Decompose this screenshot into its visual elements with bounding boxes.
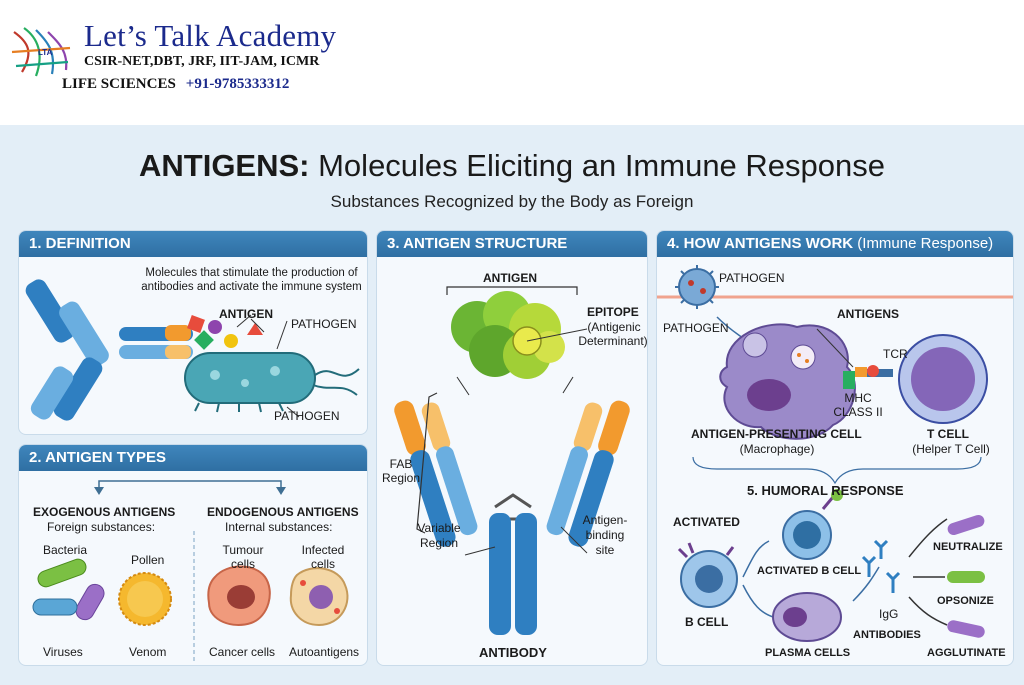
definition-antigen-label: ANTIGEN (219, 307, 273, 321)
cell-icon (207, 565, 271, 626)
antigen-types-heading: 2. ANTIGEN TYPES (19, 445, 367, 471)
fab-label-2: Region (381, 471, 421, 485)
venom-label: Venom (129, 645, 167, 659)
macrophage-icon (719, 323, 856, 440)
logo-dna-icon: LTA (11, 27, 71, 77)
igg-label: IgG (879, 607, 899, 621)
how-pathogen-left: PATHOGEN (663, 321, 729, 335)
brand-subject-line: LIFE SCIENCES +91-9785333312 (62, 76, 289, 93)
title-bold: ANTIGENS: (139, 148, 310, 183)
autoantigens-label: Autoantigens (289, 645, 360, 659)
how-antigens-heading: 4. HOW ANTIGENS WORK (Immune Response) (657, 231, 1013, 257)
infected-label-1: Infected (301, 543, 345, 557)
how-heading-main: 4. HOW ANTIGENS WORK (667, 235, 854, 252)
definition-heading: 1. DEFINITION (19, 231, 367, 257)
endogenous-title: ENDOGENOUS ANTIGENS (207, 505, 359, 519)
pollen-label: Pollen (131, 553, 165, 567)
b-cell-icon (677, 542, 738, 608)
binding-label-3: site (595, 543, 615, 557)
definition-text-2: antibodies and activate the immune syste… (141, 281, 362, 293)
bcell-label: B CELL (685, 615, 729, 629)
plasma-label: PLASMA CELLS (765, 647, 851, 659)
binding-label-2: binding (585, 528, 625, 542)
brand-exams: CSIR-NET,DBT, JRF, IIT-JAM, ICMR (84, 54, 320, 69)
antigen-types-illustration (32, 480, 349, 661)
apc-label: ANTIGEN-PRESENTING CELL (691, 427, 862, 441)
pollen-icon (118, 572, 172, 626)
activated-b-label: ACTIVATED B CELL (757, 565, 862, 577)
how-antigens-work-panel: 4. HOW ANTIGENS WORK (Immune Response) (656, 230, 1014, 666)
exogenous-sub: Foreign substances: (47, 520, 156, 534)
structure-panel: 3. ANTIGEN STRUCTURE (376, 230, 648, 666)
humoral-heading: 5. HUMORAL RESPONSE (747, 483, 904, 498)
infected-label-2: cells (310, 557, 335, 571)
antigen-types-panel: 2. ANTIGEN TYPES EXOGENOUS ANTIGENS Fore… (18, 444, 368, 666)
fab-label-1: FAB (389, 457, 413, 471)
cancer-label: Cancer cells (209, 645, 276, 659)
tumour-label-1: Tumour (222, 543, 264, 557)
epitope-label: EPITOPE (587, 305, 639, 319)
brand-phone: +91-9785333312 (185, 76, 290, 92)
how-pathogen-top: PATHOGEN (719, 271, 785, 285)
page-subtitle: Substances Recognized by the Body as For… (330, 192, 694, 211)
neutralize-label: NEUTRALIZE (933, 541, 1003, 553)
definition-pathogen-bottom: PATHOGEN (274, 409, 340, 423)
how-antigens-label: ANTIGENS (837, 307, 900, 321)
apc-sub: (Macrophage) (739, 442, 815, 456)
immune-response-illustration (657, 265, 1013, 642)
logo-initials: LTA (38, 48, 53, 57)
antibody-icon (25, 279, 193, 421)
epitope-sub-2: Determinant) (578, 334, 648, 348)
antigen-icon (451, 291, 565, 379)
structure-heading: 3. ANTIGEN STRUCTURE (377, 231, 647, 257)
tcr-label: TCR (883, 347, 908, 361)
structure-antigen-label: ANTIGEN (483, 271, 537, 285)
brand-subject: LIFE SCIENCES (62, 76, 176, 92)
variable-label-1: Variable (417, 521, 461, 535)
activated-label: ACTIVATED (673, 515, 740, 529)
plasma-cell-icon (772, 592, 842, 642)
variable-label-2: Region (419, 536, 459, 550)
opsonize-label: OPSONIZE (937, 595, 994, 607)
bacteria-label: Bacteria (43, 543, 88, 557)
tumour-label-2: cells (230, 557, 255, 571)
agglutinate-label: AGGLUTINATE (927, 647, 1006, 659)
bacterium-icon (184, 352, 360, 413)
title-rest: Molecules Eliciting an Immune Response (309, 148, 885, 183)
tcell-label: T CELL (927, 427, 969, 441)
page-title: ANTIGENS: Molecules Eliciting an Immune … (0, 148, 1024, 184)
structure-illustration (394, 286, 630, 635)
brand-name: Let’s Talk Academy (84, 18, 337, 53)
how-heading-light: (Immune Response) (853, 235, 994, 252)
epitope-sub-1: (Antigenic (587, 320, 641, 334)
viruses-label: Viruses (43, 645, 83, 659)
antibody-label: ANTIBODY (479, 645, 547, 660)
definition-pathogen-top: PATHOGEN (291, 317, 357, 331)
definition-panel: 1. DEFINITION (18, 230, 368, 435)
definition-illustration (25, 279, 360, 421)
exogenous-title: EXOGENOUS ANTIGENS (33, 505, 176, 519)
virus-icon (675, 265, 719, 309)
endogenous-sub: Internal substances: (225, 520, 333, 534)
tcell-sub: (Helper T Cell) (912, 442, 990, 456)
mhc-label-2: CLASS II (833, 405, 883, 419)
binding-label-1: Antigen- (582, 513, 628, 527)
antibodies-label: ANTIBODIES (853, 629, 921, 641)
mhc-label-1: MHC (844, 391, 872, 405)
definition-text-1: Molecules that stimulate the production … (145, 267, 358, 279)
t-cell-icon (898, 334, 988, 424)
